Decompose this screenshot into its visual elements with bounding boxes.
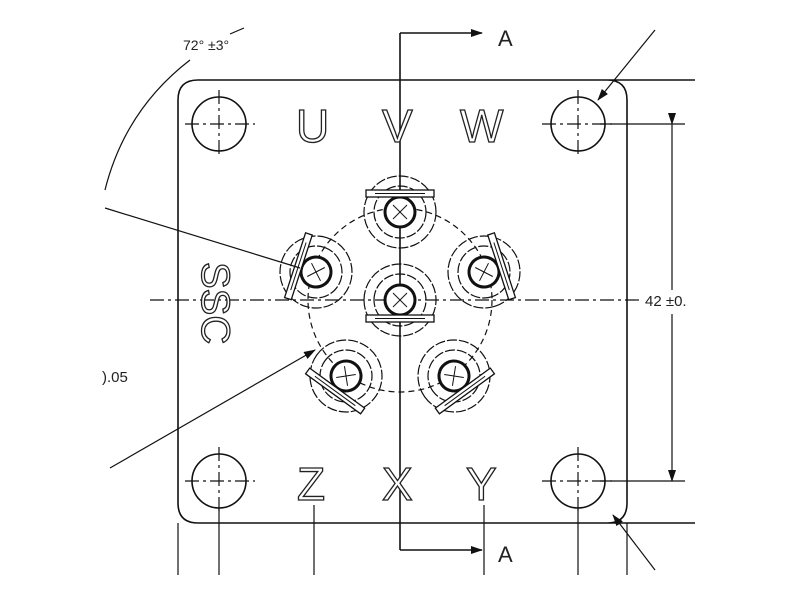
- height-dimension-text: 42 ±0.: [645, 293, 687, 310]
- terminal-label-y: Y: [466, 458, 497, 510]
- terminal-pin: [363, 175, 437, 249]
- terminal-pin: [447, 232, 521, 309]
- terminal-pins: [279, 175, 521, 415]
- terminal-pin: [363, 263, 437, 337]
- leader-lines: [104, 27, 656, 571]
- terminal-label-z: Z: [297, 458, 325, 510]
- mounting-holes: [185, 90, 612, 515]
- terminal-label-w: W: [460, 100, 504, 152]
- side-label-ssc: SSC: [193, 262, 237, 344]
- terminal-pin: [279, 232, 353, 309]
- terminal-label-u: U: [296, 100, 329, 152]
- angle-dimension-text: 72° ±3°: [183, 37, 229, 53]
- section-label-top: A: [498, 26, 513, 51]
- mounting-hole: [542, 90, 612, 158]
- terminal-label-x: X: [382, 458, 413, 510]
- mounting-hole: [185, 90, 255, 158]
- terminal-pin: [417, 339, 496, 415]
- mounting-hole: [185, 447, 255, 515]
- tolerance-text: ).05: [102, 369, 128, 386]
- terminal-pin: [304, 339, 383, 415]
- terminal-label-v: V: [382, 100, 413, 152]
- section-label-bottom: A: [498, 542, 513, 567]
- mounting-hole: [542, 447, 612, 515]
